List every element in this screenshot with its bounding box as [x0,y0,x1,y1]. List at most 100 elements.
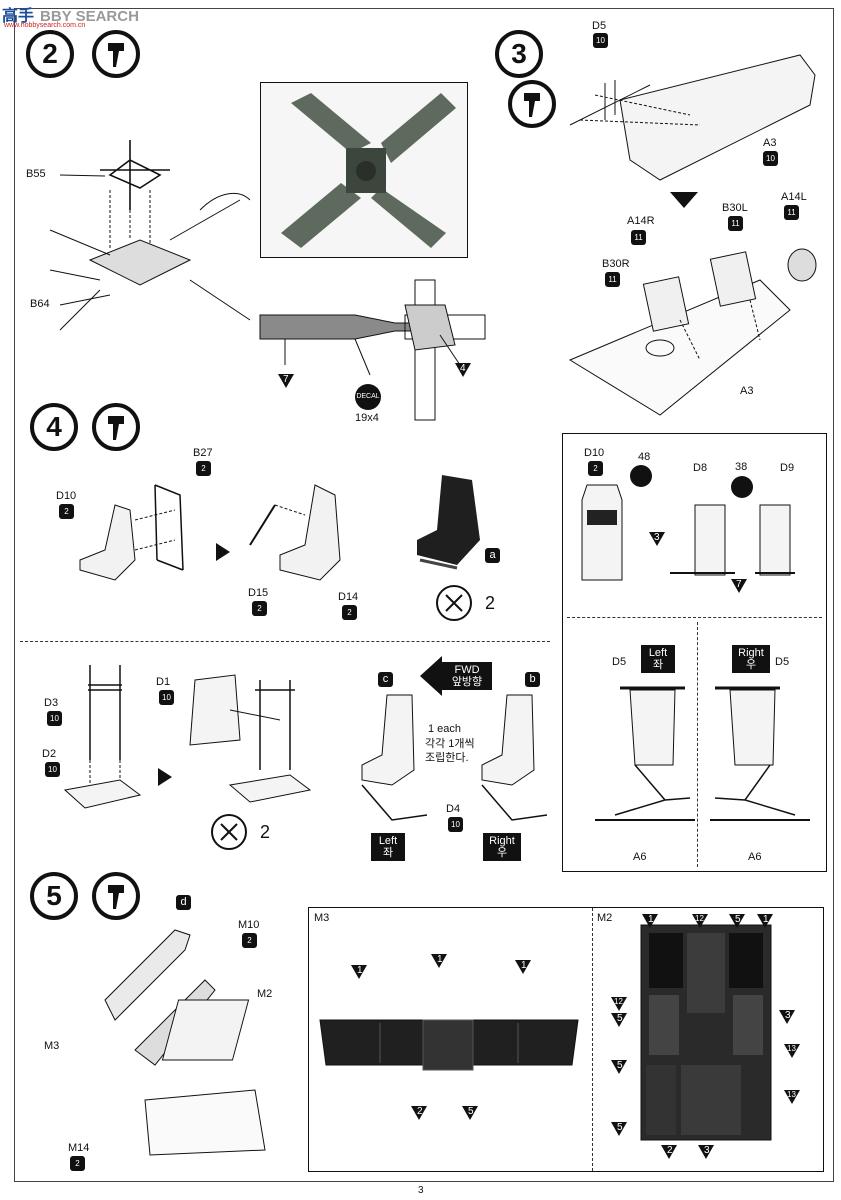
color-code-2: 2 [196,461,211,476]
left-label-ko: 좌 [382,847,394,859]
color-code-2: 2 [70,1156,85,1171]
color-callout-1 [757,914,773,928]
watermark-url: www.hobbysearch.com.cn [4,22,86,29]
decal-badge-text: DECAL [356,393,380,400]
color-code-11: 11 [631,230,646,245]
right-label: Right 우 [483,833,521,861]
color-callout-5 [729,914,745,928]
color-code-2: 2 [342,605,357,620]
color-callout-3 [779,1010,795,1024]
fwd-label-en: FWD [454,664,480,676]
rotor-blade-drawing [259,279,486,421]
right-label-ko: 우 [496,847,508,859]
instrument-panel-assembly-drawing [104,929,266,1156]
right-label-ko: 우 [745,659,757,671]
watermark-brand-en: BBY SEARCH [40,8,139,25]
part-label-a6-right: A6 [748,851,762,863]
color-code-10: 10 [47,711,62,726]
part-label-d2: D2 [42,748,57,760]
multiply-icon [211,814,247,850]
color-callout-3-label: 3 [704,1145,710,1156]
step-5-number: 5 [30,872,78,920]
seat-back-drawing [581,484,623,581]
part-label-b64: B64 [30,298,50,310]
left-label: Left 좌 [641,645,675,673]
part-label-a14l: A14L [781,191,807,203]
subassembly-a: a [485,548,500,563]
left-label: Left 좌 [371,833,405,861]
m3-panel-drawing [319,1019,579,1071]
floor-panel-drawing [569,54,816,181]
subassembly-b: b [525,672,540,687]
color-callout-1-label: 1 [648,914,654,925]
fwd-arrow-icon [420,656,442,696]
subassembly-c: c [378,672,393,687]
right-label: Right 우 [732,645,770,673]
color-callout-1-label: 1 [437,954,443,965]
page-number: 3 [418,1185,424,1196]
seat-left-detail-drawing [595,686,695,821]
multiplier-label: 2 [485,593,496,613]
decal-number: 48 [638,451,651,463]
divider [592,908,593,1171]
part-label-d14: D14 [338,591,359,603]
color-callout-12-label: 12 [614,997,623,1006]
color-code-10: 10 [448,817,463,832]
fwd-label-ko: 앞방향 [451,676,483,688]
divider [567,617,822,618]
color-code-11: 11 [784,205,799,220]
color-callout-1-label: 1 [521,960,527,971]
color-callout-5 [611,1013,627,1027]
part-label-m2: M2 [257,988,273,1000]
seat-frame-drawing [79,484,184,581]
color-callout-1 [431,954,447,968]
color-callout-13-label: 13 [787,1044,796,1053]
color-callout-3 [698,1145,714,1159]
part-label-d3: D3 [44,697,59,709]
color-callout-5-label: 5 [617,1060,623,1071]
color-callout-3-label: 3 [785,1010,791,1021]
note-en: 1 each [428,723,462,735]
decal-badge: DECAL [355,384,381,410]
part-label-d10: D10 [56,490,77,502]
floor-assembly-drawing [568,248,817,416]
part-label-d15: D15 [248,587,269,599]
color-callout-5-label: 5 [617,1013,623,1024]
seat-assembly-drawing [249,484,341,581]
cement-tool-icon [92,403,140,451]
rotor-photo-inset [260,82,468,258]
color-callout-3 [649,532,665,546]
part-label-d5-right: D5 [775,656,790,668]
note-ko-1: 각각 1개씩 [425,738,475,750]
step-2-number: 2 [26,30,74,78]
color-callout-2-label: 2 [667,1145,673,1156]
part-label-d4: D4 [446,803,461,815]
divider [20,641,550,642]
color-code-10: 10 [159,690,174,705]
color-callout-1 [515,960,531,974]
color-callout-12 [692,914,708,928]
color-callout-7 [278,374,294,388]
color-code-2: 2 [588,461,603,476]
color-code-2: 2 [242,933,257,948]
color-callout-5 [462,1106,478,1120]
arrow-right-icon [158,768,172,786]
color-code-11: 11 [605,272,620,287]
color-code-10: 10 [45,762,60,777]
multiplier-label: 2 [260,822,271,842]
color-callout-13-label: 13 [787,1090,796,1099]
note-ko-2: 조립한다. [425,752,469,764]
m3-panel-title: M3 [314,912,330,924]
watermark-brand-cn: 高手 [2,8,35,25]
right-label-en: Right [738,647,764,659]
part-label-b30r: B30R [602,258,630,270]
page-frame [14,8,834,1182]
part-label-d9: D9 [780,462,795,474]
color-callout-7-label: 7 [736,579,742,590]
part-label-d1: D1 [156,676,171,688]
color-callout-1-label: 1 [357,965,363,976]
arrow-right-icon [216,543,230,561]
left-label-en: Left [378,835,398,847]
left-label-en: Left [648,647,668,659]
color-callout-3-label: 3 [654,532,660,543]
